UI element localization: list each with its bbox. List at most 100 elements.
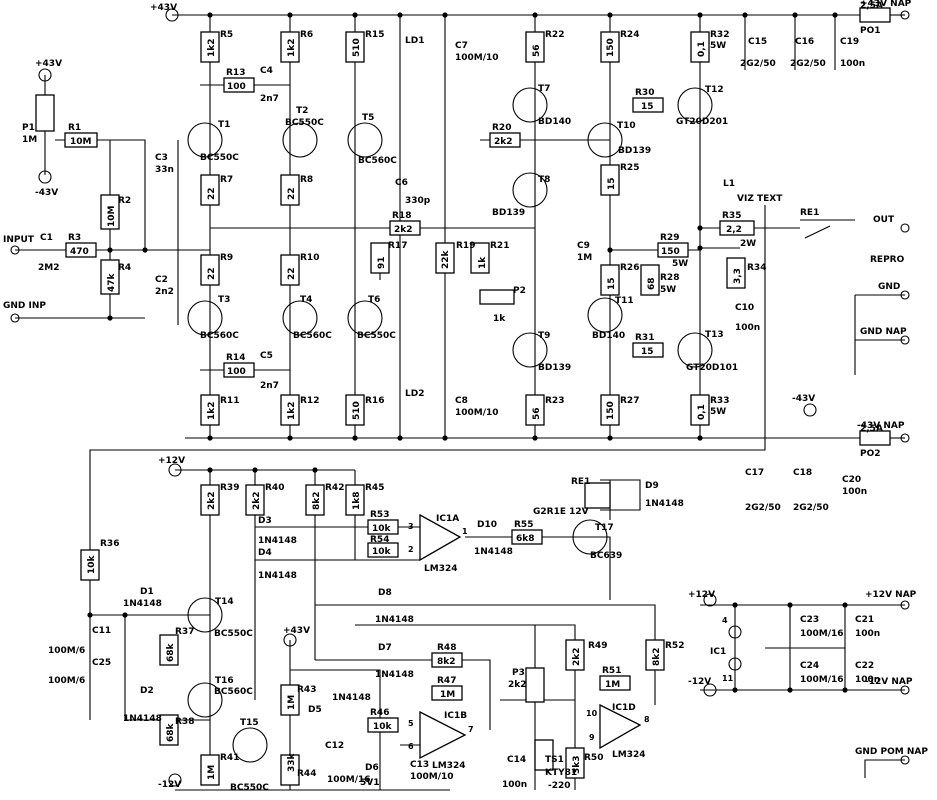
r28-ref: R28 <box>660 273 679 283</box>
po1-label: PO1 <box>860 26 881 36</box>
p1-label: P1 <box>22 123 35 133</box>
r17-value: 91 <box>377 256 387 269</box>
t15-type: BC550C <box>230 783 269 793</box>
r44-ref: R44 <box>297 769 316 779</box>
r31-value: 15 <box>641 347 654 357</box>
r35-value: 2,2 <box>726 225 742 235</box>
r5-value: 1k2 <box>207 38 217 57</box>
r25-value: 15 <box>607 177 617 190</box>
pos43-nap-label: +43V NAP <box>860 0 912 9</box>
r37-ref: R37 <box>175 627 194 637</box>
t16-type: BC560C <box>214 687 253 697</box>
gnd-inp-terminal-label: GND INP <box>3 301 46 311</box>
re1-type: G2R1E 12V <box>533 507 589 517</box>
d4-ref: D4 <box>258 548 272 558</box>
transistor-symbols <box>187 87 713 763</box>
p3-label: P3 <box>512 668 525 678</box>
r55-value: 6k8 <box>516 534 535 544</box>
r10-value: 22 <box>287 267 297 280</box>
c24-ref: C24 <box>800 661 819 671</box>
r7-value: 22 <box>207 187 217 200</box>
ic1a-label: IC1A <box>436 514 459 524</box>
r33-power: 5W <box>710 407 726 417</box>
r32-power: 5W <box>710 41 726 51</box>
out-terminal-label: OUT <box>873 215 895 225</box>
r35-ref: R35 <box>722 211 741 221</box>
r39-value: 2k2 <box>207 491 217 510</box>
r48-value: 8k2 <box>437 657 456 667</box>
d8-ref: D8 <box>378 588 392 598</box>
r50-ref: R50 <box>584 753 603 763</box>
ic1a-pin1: 1 <box>462 527 468 536</box>
rail-pos43: +43V <box>150 3 177 13</box>
r18-value: 2k2 <box>394 225 413 235</box>
t2-type: BC550C <box>285 118 324 128</box>
ic1b-type: LM324 <box>432 761 465 771</box>
d5-ref: D5 <box>308 705 322 715</box>
r53-ref: R53 <box>370 510 389 520</box>
r46-ref: R46 <box>370 708 389 718</box>
c11-ref: C11 <box>92 626 111 636</box>
r21-ref: R21 <box>490 241 509 251</box>
r22-value: 56 <box>532 44 542 57</box>
c22-value: 100n <box>855 675 880 685</box>
p2-label: P2 <box>513 286 526 296</box>
r24-value: 150 <box>606 38 616 57</box>
c6-value: 330p <box>405 196 431 206</box>
t10-ref: T10 <box>617 121 636 131</box>
r16-value: 510 <box>352 401 362 420</box>
r1-value: 10M <box>70 137 92 147</box>
c20-ref: C20 <box>842 475 861 485</box>
c15-value: 2G2/50 <box>740 59 776 69</box>
c2-value: 2n2 <box>155 287 174 297</box>
c19-ref: C19 <box>840 37 859 47</box>
viz-text-label: VIZ TEXT <box>737 194 783 204</box>
rail-neg12-right: -12V <box>688 677 711 687</box>
c7-value: 100M/10 <box>455 53 499 63</box>
r47-ref: R47 <box>437 676 456 686</box>
c22-ref: C22 <box>855 661 874 671</box>
r4-ref: R4 <box>118 263 131 273</box>
c24-value: 100M/16 <box>800 675 844 685</box>
rail-pos12-right: +12V <box>688 590 715 600</box>
r17-ref: R17 <box>388 241 407 251</box>
t4-ref: T4 <box>300 295 312 305</box>
r44-value: 33k <box>287 752 297 772</box>
d1-type: 1N4148 <box>123 599 162 609</box>
r47-value: 1M <box>440 690 455 700</box>
r34-value: 3,3 <box>733 268 743 284</box>
d9-type: 1N4148 <box>645 499 684 509</box>
r24-ref: R24 <box>620 30 639 40</box>
r22-ref: R22 <box>545 30 564 40</box>
r27-ref: R27 <box>620 396 639 406</box>
p3-value: 2k2 <box>508 680 527 690</box>
p1-value: 1M <box>22 135 37 145</box>
r3-value: 470 <box>70 247 89 257</box>
ts1-sub: -220 <box>548 781 571 791</box>
r1-ref: R1 <box>68 123 81 133</box>
r46-value: 10k <box>373 722 393 732</box>
t13-type: GT20D101 <box>686 363 738 373</box>
c11-value: 100M/6 <box>48 646 85 656</box>
c4-value: 2n7 <box>260 94 279 104</box>
t7-type: BD140 <box>538 117 571 127</box>
r12-ref: R12 <box>300 396 319 406</box>
r16-ref: R16 <box>365 396 384 406</box>
rail-neg12: -12V <box>158 780 181 790</box>
d7-ref: D7 <box>378 643 392 653</box>
p2-value: 1k <box>493 314 506 324</box>
t12-ref: T12 <box>705 85 724 95</box>
t2-ref: T2 <box>296 106 308 116</box>
c1-value: 2M2 <box>38 263 59 273</box>
r55-ref: R55 <box>514 520 533 530</box>
r45-value: 1k8 <box>352 491 362 510</box>
d2-ref: D2 <box>140 686 154 696</box>
r54-value: 10k <box>372 547 392 557</box>
t9-type: BD139 <box>538 363 571 373</box>
r29-power: 5W <box>672 259 688 269</box>
rail-pos43-lower: +43V <box>283 626 310 636</box>
t1-type: BC550C <box>200 153 239 163</box>
c6-ref: C6 <box>395 178 408 188</box>
ic1-pin4: 4 <box>722 616 728 625</box>
r49-ref: R49 <box>588 641 607 651</box>
